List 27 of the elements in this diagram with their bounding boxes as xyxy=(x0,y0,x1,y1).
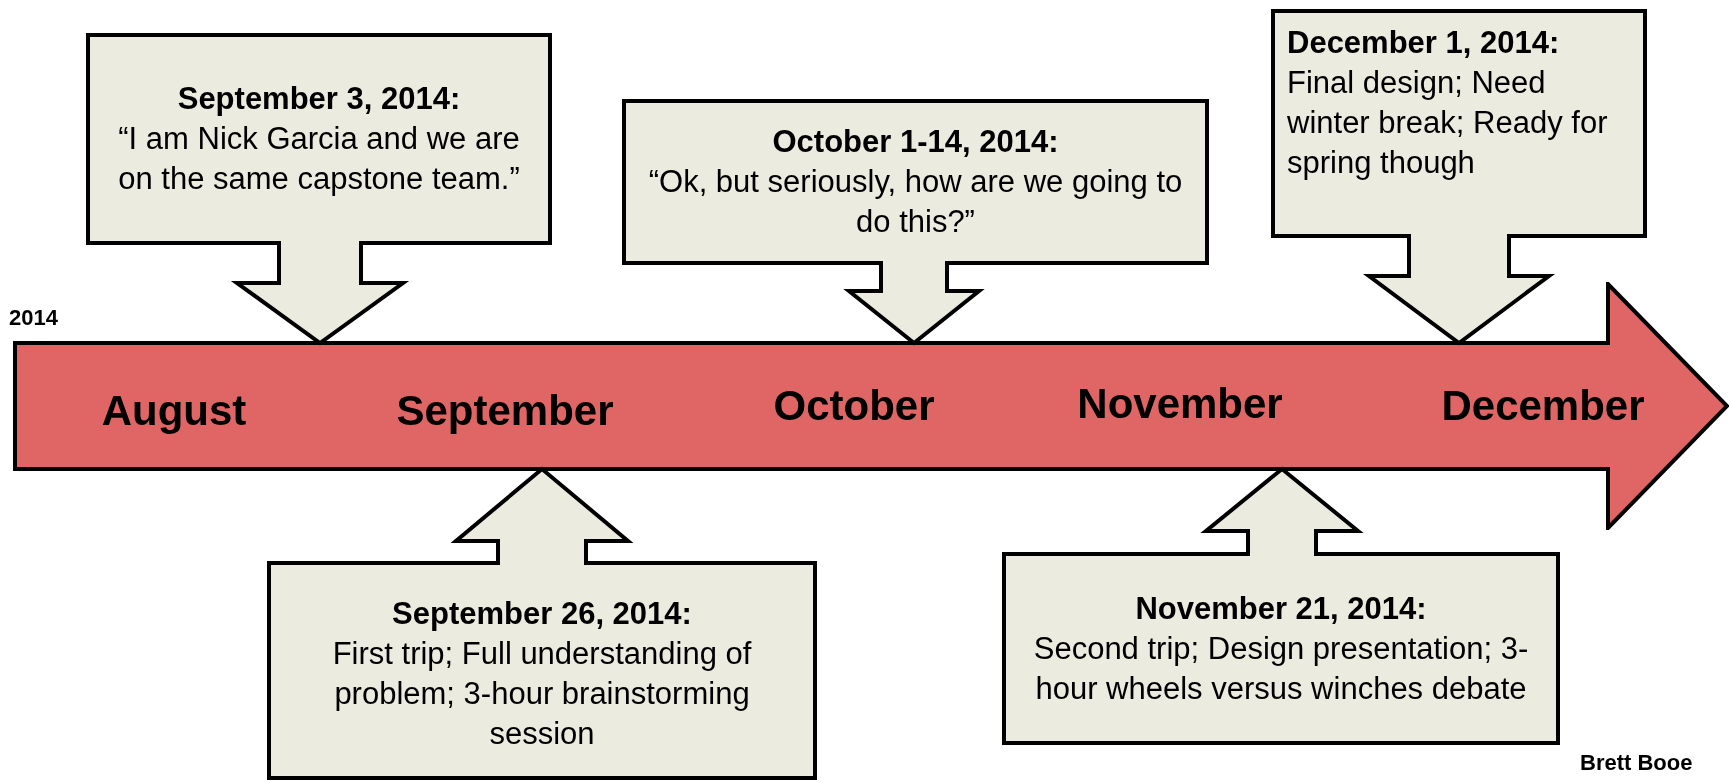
event-callout xyxy=(86,33,552,245)
callout-pointer-arrow xyxy=(1362,232,1556,346)
event-description: “I am Nick Garcia and we are on the same capstone team.” xyxy=(117,120,521,198)
month-label: December xyxy=(1441,382,1645,430)
event-date: September 26, 2014: xyxy=(392,594,692,633)
event-callout xyxy=(267,561,817,780)
event-date: November 21, 2014: xyxy=(1135,589,1427,628)
event-date: September 3, 2014: xyxy=(177,80,461,118)
event-callout xyxy=(622,99,1209,265)
event-callout xyxy=(1002,552,1560,745)
event-description: First trip; Full understanding of problem; 3-hour brainstorming session xyxy=(331,634,753,753)
author-credit: Brett Booe xyxy=(1580,750,1693,776)
callout-pointer-arrow xyxy=(230,239,410,346)
callout-pointer-arrow xyxy=(450,466,634,567)
event-description: Final design; Need winter break; Ready for spring though xyxy=(1287,64,1609,182)
month-label: November xyxy=(1077,380,1283,428)
event-description: Second trip; Design presentation; 3-hour wheels versus winches debate xyxy=(1032,629,1530,708)
event-description: “Ok, but seriously, how are we going to do this?” xyxy=(647,163,1184,241)
event-callout xyxy=(1271,9,1647,238)
event-date: October 1-14, 2014: xyxy=(772,123,1059,161)
year-label: 2014 xyxy=(9,305,58,331)
callout-pointer-arrow xyxy=(1200,466,1364,558)
month-label: September xyxy=(396,387,614,435)
event-date: December 1, 2014: xyxy=(1287,24,1560,62)
month-label: August xyxy=(101,387,247,435)
month-label: October xyxy=(773,382,935,430)
callout-pointer-arrow xyxy=(843,259,985,346)
